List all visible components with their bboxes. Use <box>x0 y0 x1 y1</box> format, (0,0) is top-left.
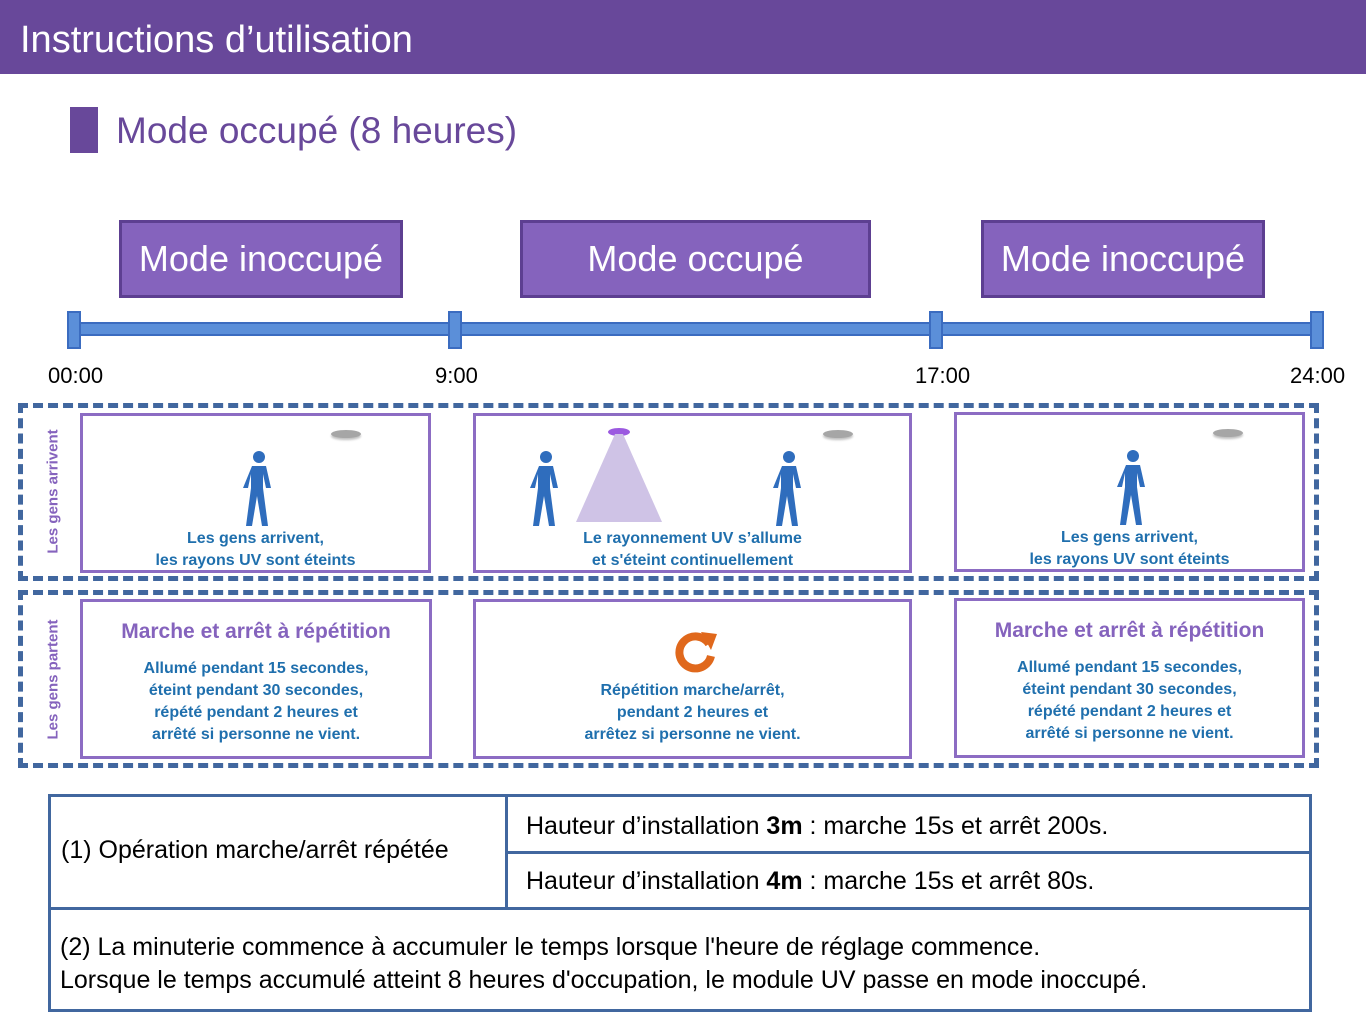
leave-side-label: Les gens partent <box>44 619 62 740</box>
leave-panel-3: Marche et arrêt à répétition Allumé pend… <box>954 598 1305 758</box>
caption-line: arrêté si personne ne vient. <box>1025 725 1234 742</box>
ceiling-lamp-icon <box>1213 429 1243 437</box>
refresh-icon <box>675 632 717 673</box>
caption-line: les rayons UV sont éteints <box>155 552 356 569</box>
row1b-prefix: Hauteur d’installation <box>526 867 767 895</box>
arrive-panel-3: Les gens arrivent, les rayons UV sont ét… <box>954 412 1305 572</box>
timeline-tick-2400 <box>1310 311 1324 349</box>
time-label-0000: 00:00 <box>48 363 104 388</box>
time-label-1700: 17:00 <box>915 363 971 388</box>
uv-lamp-beam-icon <box>576 428 662 522</box>
row1a-prefix: Hauteur d’installation <box>526 812 767 840</box>
person-walking-icon <box>243 451 271 526</box>
caption-line: Les gens arrivent, <box>187 530 324 547</box>
mode-box-unoccupied-morning: Mode inoccupé <box>119 220 403 298</box>
section-title: Mode occupé (8 heures) <box>116 110 518 151</box>
mode-box-occupied: Mode occupé <box>520 220 871 298</box>
arrive-panel-1-caption: Les gens arrivent, les rayons UV sont ét… <box>83 528 428 572</box>
caption-line: éteint pendant 30 secondes, <box>148 682 364 699</box>
leave-group <box>18 590 1319 768</box>
leave-panel-1-caption: Allumé pendant 15 secondes, éteint penda… <box>83 658 429 746</box>
caption-line: et s'éteint continuellement <box>591 552 794 569</box>
person-walking-icon <box>773 451 801 526</box>
table-divider-inner <box>508 851 1309 854</box>
time-label-0900: 9:00 <box>435 363 478 388</box>
timeline-tick-1700 <box>929 311 943 349</box>
table-row1b: Hauteur d’installation 4m : marche 15s e… <box>526 866 1094 896</box>
row1a-suffix: : marche 15s et arrêt 200s. <box>802 812 1109 840</box>
mode-box-unoccupied-evening: Mode inoccupé <box>981 220 1265 298</box>
ceiling-lamp-icon <box>331 430 361 438</box>
table-divider-vertical <box>505 797 508 907</box>
row2-line: (2) La minuterie commence à accumuler le… <box>60 933 1041 961</box>
time-label-2400: 24:00 <box>1290 363 1346 388</box>
table-row1a: Hauteur d’installation 3m : marche 15s e… <box>526 811 1108 841</box>
caption-line: pendant 2 heures et <box>616 704 769 721</box>
person-walking-icon <box>1117 450 1145 525</box>
page-title: Instructions d’utilisation <box>20 19 413 61</box>
arrive-group <box>18 403 1319 581</box>
section-marker <box>70 107 98 153</box>
leave-panel-3-heading: Marche et arrêt à répétition <box>994 619 1265 642</box>
row1b-suffix: : marche 15s et arrêt 80s. <box>802 867 1095 895</box>
table-row1-label: (1) Opération marche/arrêt répétée <box>61 836 449 864</box>
leave-panel-2-caption: Répétition marche/arrêt, pendant 2 heure… <box>476 680 909 746</box>
timeline-tick-0000 <box>67 311 81 349</box>
caption-line: arrêtez si personne ne vient. <box>584 726 801 743</box>
leave-panel-2: Répétition marche/arrêt, pendant 2 heure… <box>473 599 912 759</box>
person-walking-icon <box>530 451 558 526</box>
header-bar: Instructions d’utilisation <box>0 0 1366 74</box>
table-row2: (2) La minuterie commence à accumuler le… <box>60 931 1147 997</box>
caption-line: éteint pendant 30 secondes, <box>1022 681 1237 698</box>
caption-line: répété pendant 2 heures et <box>154 704 358 721</box>
row1a-height: 3m <box>766 812 803 840</box>
timeline-bar <box>74 322 1318 336</box>
caption-line: Allumé pendant 15 secondes, <box>143 660 369 677</box>
leave-panel-3-caption: Allumé pendant 15 secondes, éteint penda… <box>957 657 1302 745</box>
leave-panel-1-heading: Marche et arrêt à répétition <box>121 620 391 643</box>
table-divider-horizontal <box>51 907 1309 910</box>
caption-line: Les gens arrivent, <box>1061 529 1198 546</box>
caption-line: répété pendant 2 heures et <box>1027 703 1232 720</box>
info-table: (1) Opération marche/arrêt répétée Haute… <box>48 794 1312 1012</box>
row1b-height: 4m <box>766 867 803 895</box>
row2-line: Lorsque le temps accumulé atteint 8 heur… <box>60 966 1148 994</box>
arrive-panel-1: Les gens arrivent, les rayons UV sont ét… <box>80 413 431 573</box>
timeline-tick-0900 <box>448 311 462 349</box>
arrive-panel-3-caption: Les gens arrivent, les rayons UV sont ét… <box>957 527 1302 571</box>
arrive-panel-2: Le rayonnement UV s’allume et s'éteint c… <box>473 413 912 573</box>
caption-line: Le rayonnement UV s’allume <box>583 530 802 547</box>
leave-panel-1: Marche et arrêt à répétition Allumé pend… <box>80 599 432 759</box>
caption-line: les rayons UV sont éteints <box>1029 551 1230 568</box>
caption-line: Allumé pendant 15 secondes, <box>1017 659 1242 676</box>
arrive-panel-2-caption: Le rayonnement UV s’allume et s'éteint c… <box>476 528 909 572</box>
caption-line: arrêté si personne ne vient. <box>151 726 361 743</box>
ceiling-lamp-icon <box>823 430 853 438</box>
caption-line: Répétition marche/arrêt, <box>600 682 785 699</box>
arrive-side-label: Les gens arrivent <box>44 429 62 554</box>
